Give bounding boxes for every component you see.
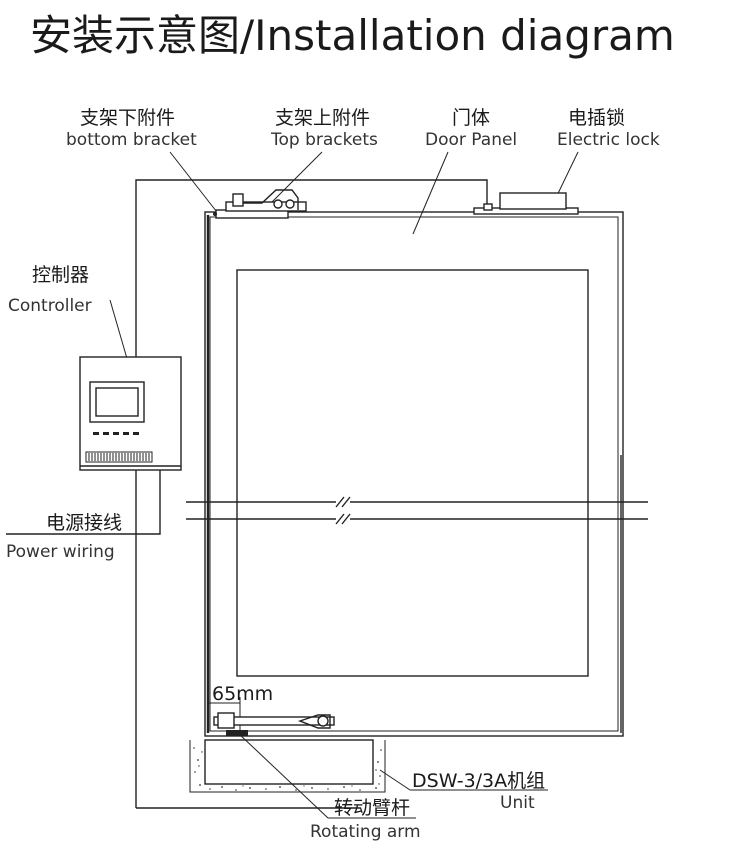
controller-label-zh: 控制器 [32,264,89,286]
power-wiring-label-zh: 电源接线 [46,512,122,534]
unit-leader [379,769,411,791]
controller-display [95,387,139,417]
controller-button [93,432,99,435]
controller-housing [79,356,182,471]
break-mark-3 [335,513,345,525]
top-brackets-label-zh: 支架上附件 [275,107,370,129]
controller-button [133,432,139,435]
unit-model-label: DSW-3/3A机组 [412,770,545,792]
electric-lock-label-zh: 电插锁 [568,107,625,129]
door-panel [236,269,589,677]
top-bracket-plate [225,201,307,212]
rotating-arm-bar [213,716,335,726]
door-frame [204,211,624,737]
break-mark-4 [341,513,351,525]
concrete-floor [189,740,386,793]
top-bracket-pivot-2 [285,199,295,209]
controller-terminals [88,453,150,461]
break-gap [336,500,350,522]
controller-button [103,432,109,435]
top-brackets-leader [267,151,323,207]
diagram-title: 安装示意图/Installation diagram [30,11,675,60]
controller-terminal-strip [85,451,153,463]
bottom-bracket-label-zh: 支架下附件 [80,107,175,129]
rotating-arm-roller [317,715,329,727]
rotating-arm-hub [217,712,235,729]
break-mark-1 [335,496,345,508]
rotating-arm-label-zh: 转动臂杆 [334,797,410,819]
power-wiring-label-en: Power wiring [6,542,115,562]
controller-button [123,432,129,435]
top-bracket-block [232,193,244,207]
controller-button [113,432,119,435]
dimension-label: 65mm [212,683,273,705]
concrete-outline [189,740,386,793]
controller-display-frame [89,381,145,423]
rotating-arm-end [297,714,331,729]
bottom-bracket-leader [169,151,221,217]
electric-lock-connector [483,203,493,211]
door-panel-label-en: Door Panel [425,130,517,150]
concrete-texture [193,747,382,791]
rotating-arm-clamp [226,730,248,736]
rotating-arm-label-en: Rotating arm [310,822,421,842]
floor-unit [204,739,374,785]
top-brackets-label-en: Top brackets [270,130,378,150]
break-mark-2 [341,496,351,508]
controller-label-en: Controller [8,296,92,316]
top-bracket-pivot-1 [273,199,283,209]
electric-lock-label-en: Electric lock [557,130,660,150]
bracket-screw [213,212,217,216]
door-panel-leader [412,151,449,235]
controller-box [79,356,182,471]
top-bracket-arm [243,189,299,210]
controller-leader [109,299,129,363]
electric-lock-body [499,192,567,210]
door-panel-label-zh: 门体 [452,107,490,129]
door-frame-inner [209,216,619,732]
power-wiring-line [6,470,161,535]
bottom-bracket-label-en: bottom bracket [66,130,197,150]
wiring-cable [135,179,488,808]
unit-label-en: Unit [500,793,535,813]
rotating-arm-leader [237,732,329,819]
